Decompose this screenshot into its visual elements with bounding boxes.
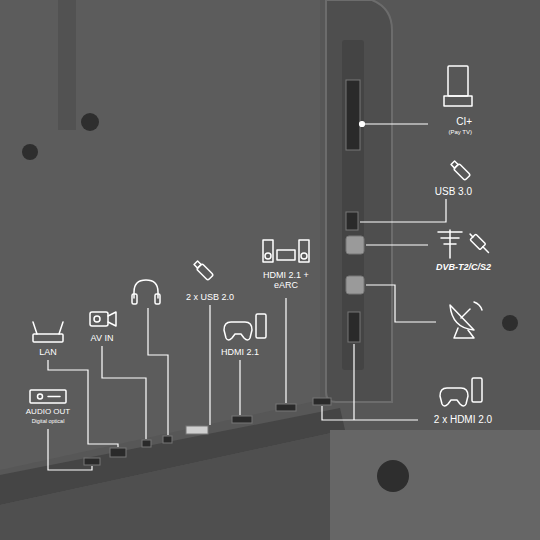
port-label: HDMI 2.1 + eARC: [256, 270, 316, 291]
lan-port: [110, 448, 126, 457]
camera-icon: [90, 312, 116, 326]
leader-lines: [48, 122, 446, 471]
hdmi-earc-port: [276, 404, 296, 411]
stand-rail: [58, 0, 76, 130]
port-label: HDMI 2.1: [210, 347, 270, 357]
usb2-port: [186, 426, 208, 434]
gamepad-icon: [440, 378, 482, 406]
av-port: [142, 440, 151, 447]
port-label: (Pay TV): [420, 129, 472, 136]
port-label: AUDIO OUT: [10, 407, 86, 416]
antenna-port: [346, 236, 364, 254]
headphones-icon: [132, 280, 160, 304]
leader-dot: [360, 122, 365, 127]
hdmi21-port: [232, 416, 252, 423]
side-recess: [326, 0, 392, 402]
side-port-strip: [342, 40, 364, 370]
port-label: LAN: [26, 347, 70, 357]
gamepad-icon: [224, 314, 266, 340]
hdmi20-port: [313, 398, 331, 405]
leader-line: [322, 406, 418, 420]
leader-line: [362, 123, 428, 124]
screw-hole: [377, 460, 409, 492]
icons: [30, 66, 491, 406]
screw-hole: [502, 315, 518, 331]
optical-port: [84, 458, 100, 465]
leader-line: [366, 244, 428, 245]
coax-plug-icon: [467, 231, 491, 255]
satellite-icon: [450, 302, 482, 338]
port-label: USB 3.0: [408, 186, 472, 198]
port-label: Digital optical: [10, 418, 86, 424]
lower-shell: [0, 430, 345, 540]
leader-line: [360, 199, 446, 222]
audio-out-icon: [30, 390, 66, 403]
leader-line: [209, 305, 210, 425]
port-label: DVB-T2/C/S2: [436, 262, 506, 272]
ci-slot: [346, 80, 360, 150]
leader-line: [353, 344, 354, 420]
leader-line: [366, 285, 436, 322]
leader-line: [48, 429, 92, 470]
ci-card-icon: [444, 66, 472, 106]
port-label: CI+: [420, 116, 472, 128]
satellite-port: [346, 276, 364, 294]
usb-icon: [193, 260, 214, 281]
port-label: 2 x USB 2.0: [176, 292, 244, 302]
usb-icon: [450, 160, 471, 181]
screw-hole: [81, 113, 99, 131]
lower-right-panel: [330, 430, 540, 540]
leader-line: [102, 346, 146, 439]
screw-hole: [22, 144, 38, 160]
port-label: 2 x HDMI 2.0: [418, 414, 508, 426]
leader-line: [285, 298, 286, 403]
antenna-icon: [438, 230, 462, 258]
router-icon: [33, 322, 63, 342]
usb3-port: [346, 212, 358, 230]
hdmi-side-port: [348, 312, 360, 342]
leader-line: [239, 360, 240, 415]
headphone-port: [163, 436, 172, 443]
port-label: AV IN: [78, 333, 126, 343]
back-shell: [0, 0, 320, 470]
speakers-icon: [263, 240, 309, 262]
leader-line: [148, 308, 168, 435]
